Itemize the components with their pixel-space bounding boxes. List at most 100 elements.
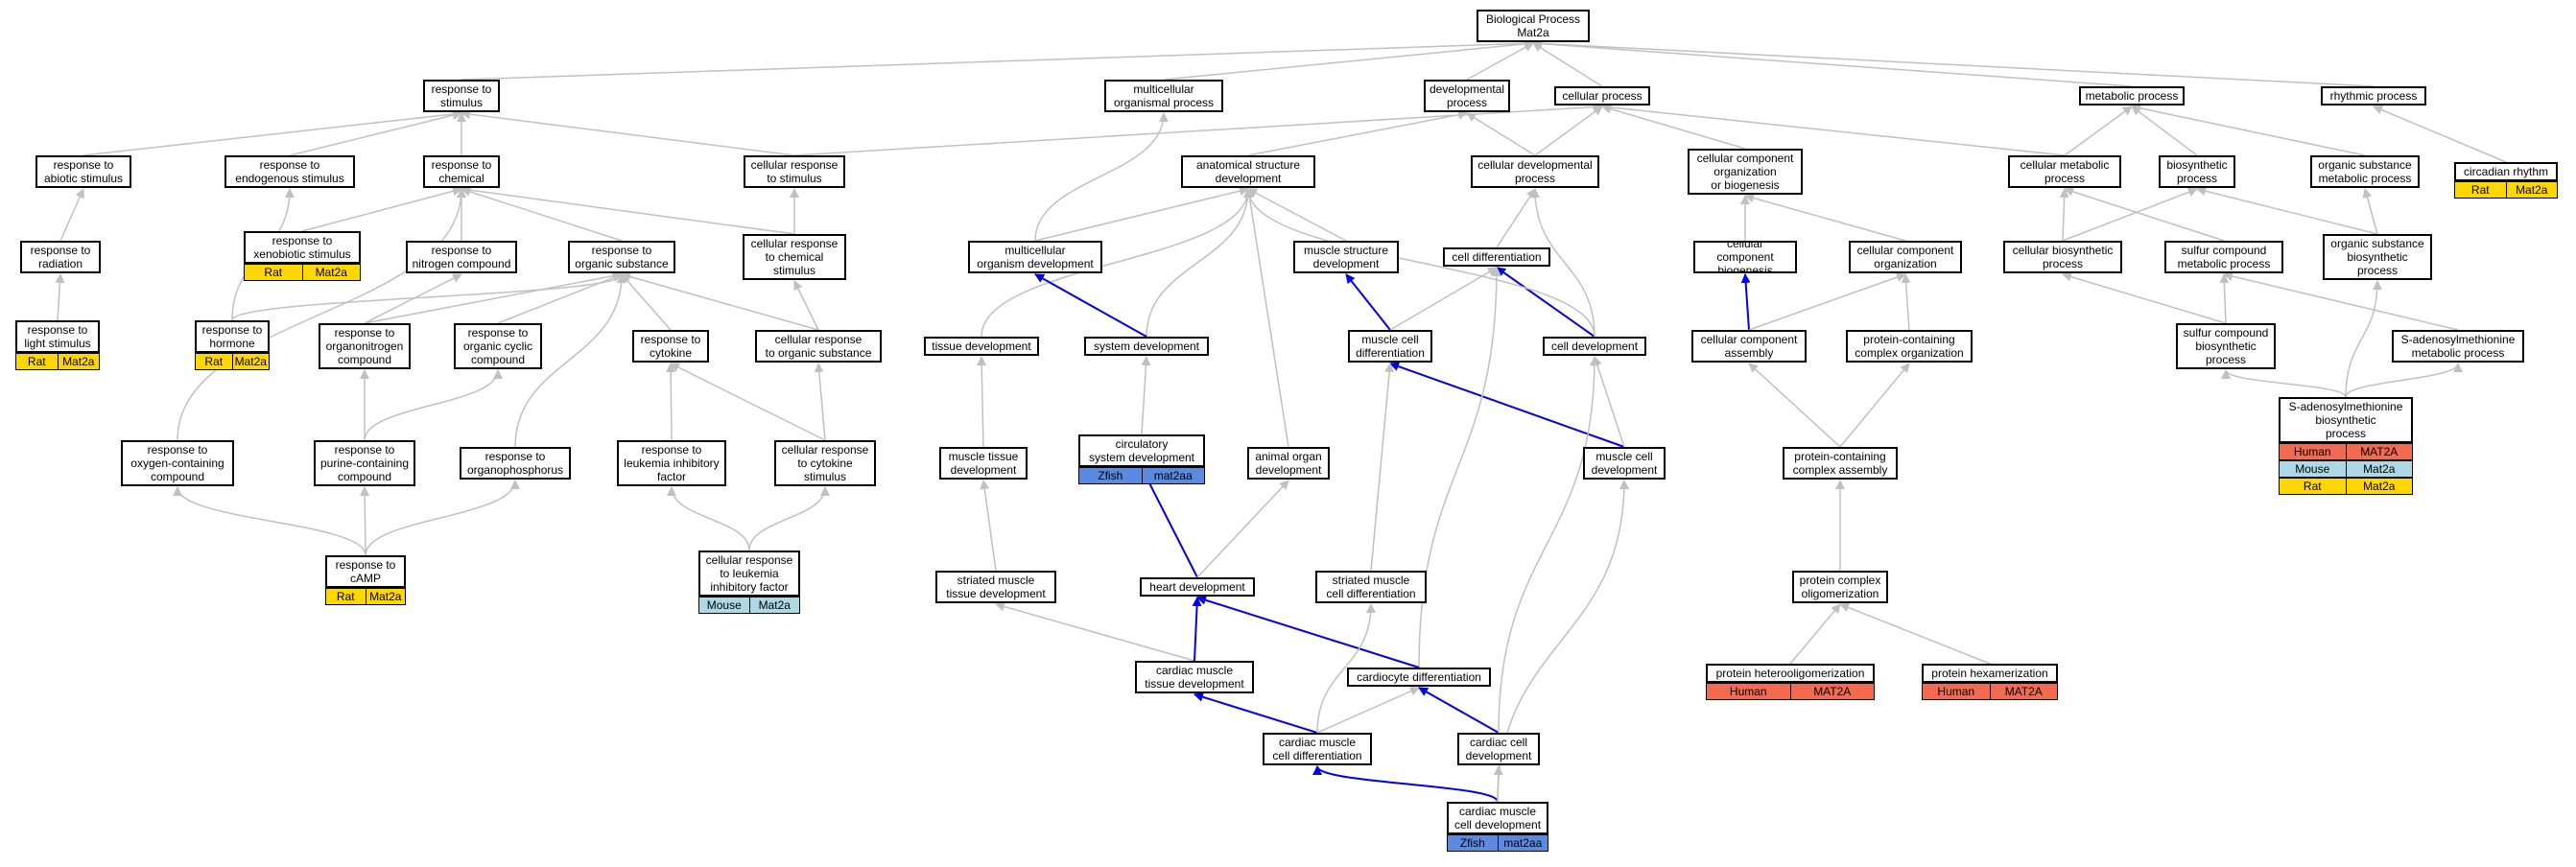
edge-resp_camp-to-resp_purine: [360, 486, 370, 556]
go-term-heart-dev[interactable]: heart development: [1140, 577, 1255, 597]
go-term-org-sub-bio[interactable]: organic substance biosynthetic process: [2323, 234, 2432, 280]
go-term-muscle-cell-diff[interactable]: muscle cell differentiation: [1348, 330, 1432, 363]
go-term-muscle-tissue-dev[interactable]: muscle tissue development: [939, 447, 1028, 480]
edge-cell_proc-to-bp: [1532, 42, 1603, 87]
gene-label: Mat2a: [2505, 182, 2558, 198]
go-term-prot-cplx-org[interactable]: protein-containing complex organization: [1846, 330, 1973, 363]
go-term-anat-dev[interactable]: anatomical structure development: [1181, 155, 1315, 188]
go-term-multi-org[interactable]: multicellular organismal process: [1104, 80, 1223, 112]
gene-label: mat2aa: [1141, 468, 1205, 483]
gene-label: Mat2a: [57, 354, 100, 369]
go-term-resp-endo[interactable]: response to endogenous stimulus: [225, 155, 355, 188]
species-label: Zfish: [1459, 836, 1485, 850]
go-term-ccomp-org[interactable]: cellular component organization: [1849, 241, 1962, 273]
edge-muscle_struct-to-anat_dev: [1247, 188, 1347, 242]
gene-label: Mat2a: [301, 265, 361, 280]
go-term-resp-hormone[interactable]: response to hormone: [195, 320, 270, 353]
gene-label: Mat2a: [365, 589, 406, 604]
go-term-resp-light[interactable]: response to light stimulus: [15, 320, 100, 353]
go-term-resp-stim[interactable]: response to stimulus: [423, 80, 500, 112]
go-term-bp[interactable]: Biological Process Mat2a: [1477, 10, 1590, 42]
go-term-prot-hexa[interactable]: protein hexamerization: [1922, 664, 2058, 683]
edge-sulfur_met-to-cell_met: [2064, 187, 2225, 242]
edge-cell_resp_stim-to-cell_proc: [793, 102, 1603, 156]
go-term-tissue-dev[interactable]: tissue development: [924, 337, 1039, 356]
go-term-animal-organ-dev[interactable]: animal organ development: [1247, 447, 1330, 480]
go-term-resp-orgnitro[interactable]: response to organonitrogen compound: [319, 323, 411, 369]
go-term-resp-orgsub[interactable]: response to organic substance: [568, 241, 675, 273]
go-term-rhythmic[interactable]: rhythmic process: [2321, 86, 2426, 105]
go-term-sulfur-met[interactable]: sulfur compound metabolic process: [2164, 241, 2283, 273]
go-term-resp-lif[interactable]: response to leukemia inhibitory factor: [617, 440, 726, 486]
go-term-ccomp-assembly[interactable]: cellular component assembly: [1691, 330, 1807, 363]
go-term-cardiac-cell-dev[interactable]: cardiac cell development: [1457, 733, 1540, 765]
go-term-sam-bio[interactable]: S-adenosylmethionine biosynthetic proces…: [2279, 397, 2413, 443]
edge-tissue_dev-to-anat_dev: [981, 188, 1253, 338]
go-term-resp-camp[interactable]: response to cAMP: [325, 555, 406, 588]
edge-resp_purine-to-resp_orgcyc: [364, 369, 503, 441]
edge-resp_cytokine-to-resp_orgsub: [621, 273, 672, 331]
edge-resp_stim-to-bp: [461, 38, 1534, 81]
go-term-cell-resp-chem[interactable]: cellular response to chemical stimulus: [743, 234, 846, 280]
go-term-system-dev[interactable]: system development: [1084, 337, 1209, 356]
edge-cardiac_tissue_dev-to-heart_dev: [1192, 597, 1202, 662]
go-term-cell-resp-cyto[interactable]: cellular response to cytokine stimulus: [774, 440, 876, 486]
go-term-sulfur-bio[interactable]: sulfur compound biosynthetic process: [2176, 323, 2276, 369]
edge-resp_orgsub-to-resp_chem: [461, 187, 623, 242]
go-term-muscle-cell-dev[interactable]: muscle cell development: [1583, 447, 1666, 480]
go-term-prot-oligo[interactable]: protein complex oligomerization: [1792, 571, 1888, 603]
go-term-multi-org-dev[interactable]: multicellular organism development: [968, 241, 1102, 273]
edge-resp_orgcyc-to-resp_orgsub: [497, 272, 623, 324]
species-annotation-row: Rat Mat2a: [325, 588, 406, 605]
go-term-ccomp-org-bio[interactable]: cellular component organization or bioge…: [1688, 149, 1803, 195]
edge-cardiac_cell_diff-to-cardiac_tissue_dev: [1193, 691, 1318, 734]
go-term-resp-abiotic[interactable]: response to abiotic stimulus: [35, 155, 131, 188]
go-term-resp-cytokine[interactable]: response to cytokine: [632, 330, 709, 363]
go-term-resp-orgcyc[interactable]: response to organic cyclic compound: [454, 323, 542, 369]
go-term-met-proc[interactable]: metabolic process: [2079, 86, 2185, 105]
go-term-prot-hetero[interactable]: protein heterooligomerization: [1706, 664, 1875, 683]
edge-prot_hetero-to-prot_oligo: [1789, 603, 1841, 665]
go-term-circ-sys-dev[interactable]: circulatory system development: [1078, 434, 1205, 467]
go-term-resp-organophos[interactable]: response to organophosphorus: [460, 447, 571, 480]
go-term-ccomp-bio[interactable]: cellular component biogenesis: [1693, 241, 1797, 273]
go-term-striated-cell-diff[interactable]: striated muscle cell differentiation: [1315, 571, 1427, 603]
go-term-cell-biosyn[interactable]: cellular biosynthetic process: [2003, 241, 2122, 273]
go-term-cardiocyte-diff[interactable]: cardiocyte differentiation: [1347, 668, 1491, 687]
go-term-resp-purine[interactable]: response to purine-containing compound: [314, 440, 415, 486]
go-term-cardiac-cell-diff[interactable]: cardiac muscle cell differentiation: [1263, 733, 1372, 765]
go-term-resp-chem[interactable]: response to chemical: [423, 155, 500, 188]
edge-resp_light-to-resp_rad: [55, 273, 65, 321]
go-term-org-sub-met[interactable]: organic substance metabolic process: [2310, 155, 2420, 188]
go-term-resp-oxy[interactable]: response to oxygen-containing compound: [121, 440, 234, 486]
edge-ccomp_assembly-to-ccomp_bio: [1740, 273, 1751, 331]
go-term-cell-diff[interactable]: cell differentiation: [1443, 247, 1550, 267]
go-term-dev-proc[interactable]: developmental process: [1424, 80, 1510, 112]
go-term-cardiac-tissue-dev[interactable]: cardiac muscle tissue development: [1135, 661, 1254, 693]
go-term-cell-proc[interactable]: cellular process: [1554, 86, 1650, 105]
go-term-cell-resp-stim[interactable]: cellular response to stimulus: [744, 155, 845, 188]
edge-cardiocyte_diff-to-heart_dev: [1196, 595, 1420, 668]
go-term-resp-nitro[interactable]: response to nitrogen compound: [406, 241, 517, 273]
species-label: Mouse: [2295, 462, 2330, 476]
go-term-biosyn[interactable]: biosynthetic process: [2159, 155, 2235, 188]
go-term-sam-met[interactable]: S-adenosylmethionine metabolic process: [2392, 330, 2524, 363]
edge-sam_bio-to-sam_met: [2345, 363, 2463, 398]
go-term-cell-met[interactable]: cellular metabolic process: [2008, 155, 2121, 188]
go-term-prot-cplx-assembly[interactable]: protein-containing complex assembly: [1783, 447, 1898, 480]
edge-org_sub_met-to-met_proc: [2131, 103, 2366, 156]
go-term-cardiac-muscle-cell-dev[interactable]: cardiac muscle cell development: [1447, 802, 1548, 834]
go-term-cell-dev-proc[interactable]: cellular developmental process: [1471, 155, 1599, 188]
go-term-cell-dev[interactable]: cell development: [1543, 337, 1646, 356]
go-term-resp-rad[interactable]: response to radiation: [20, 241, 101, 273]
go-term-cell-resp-orgsub[interactable]: cellular response to organic substance: [755, 330, 882, 363]
species-label: Rat: [336, 590, 355, 603]
go-term-resp-xeno[interactable]: response to xenobiotic stimulus: [244, 231, 361, 264]
go-term-cell-resp-lif[interactable]: cellular response to leukemia inhibitory…: [698, 551, 800, 597]
edge-cardiocyte_diff-to-cell_diff: [1418, 267, 1501, 668]
go-term-circadian[interactable]: circadian rhythm: [2454, 162, 2558, 181]
edge-cardiac_tissue_dev-to-striated_tissue_dev: [995, 601, 1195, 662]
go-term-muscle-struct[interactable]: muscle structure development: [1293, 241, 1399, 273]
go-term-striated-tissue-dev[interactable]: striated muscle tissue development: [935, 571, 1056, 603]
